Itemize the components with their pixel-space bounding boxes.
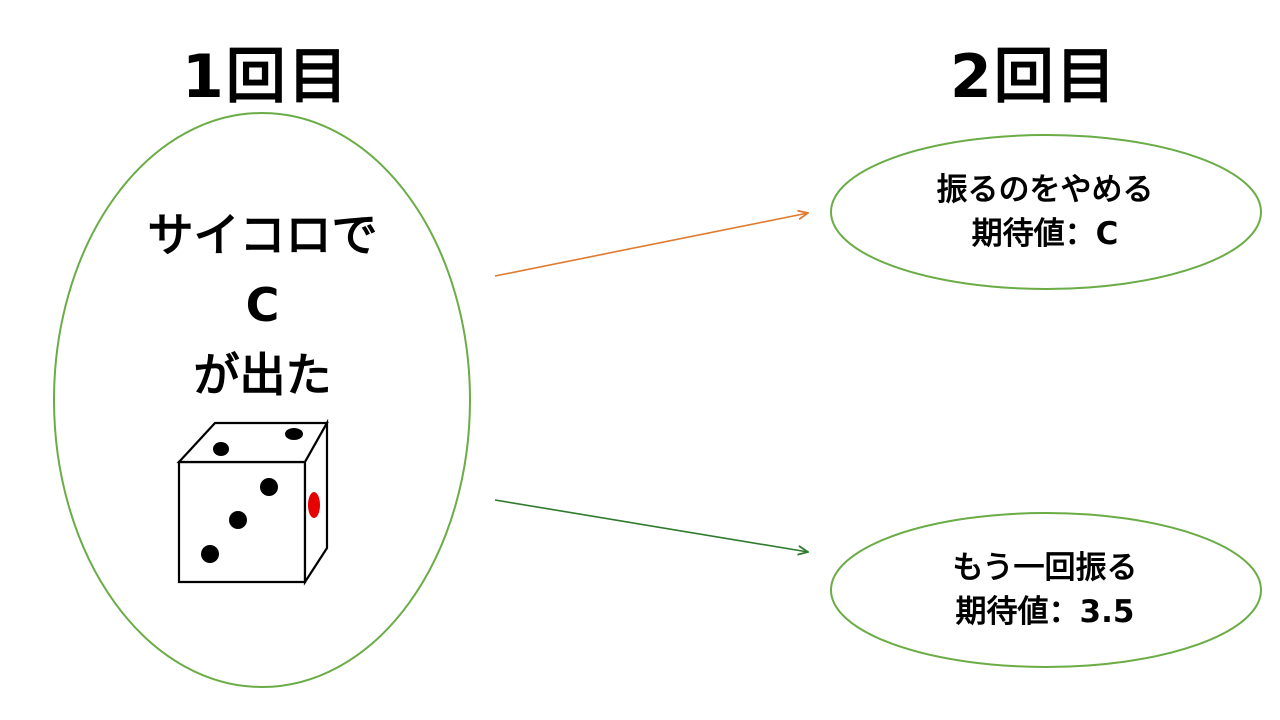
die-top-face	[176, 421, 329, 464]
again-option-action: もう一回振る	[952, 550, 1138, 586]
arrow-to-stop	[494, 213, 808, 277]
stop-option-label: 振るのをやめる 期待値：C	[835, 168, 1255, 256]
again-option-expected: 期待値：3.5	[955, 594, 1135, 630]
round1-heading: 1回目	[182, 42, 350, 112]
die-icon	[176, 418, 329, 586]
stop-option-ellipse	[830, 134, 1262, 290]
stop-option-action: 振るのをやめる	[936, 172, 1154, 208]
first-roll-ellipse	[53, 112, 471, 688]
first-roll-line1: サイコロで	[147, 208, 378, 262]
die-pip-highlight	[308, 492, 320, 518]
die-pip	[201, 545, 219, 563]
again-option-label: もう一回振る 期待値：3.5	[835, 546, 1255, 634]
first-roll-value: C	[245, 278, 280, 332]
die-pip	[229, 511, 247, 529]
die-pip	[213, 442, 229, 456]
round2-heading: 2回目	[950, 42, 1118, 112]
first-roll-label: サイコロで C が出た	[90, 200, 435, 410]
stop-option-expected: 期待値：C	[971, 216, 1119, 252]
first-roll-line3: が出た	[193, 348, 332, 402]
die-pip	[260, 478, 278, 496]
again-option-ellipse	[830, 512, 1262, 668]
arrow-to-again	[494, 499, 808, 552]
die-pip	[285, 428, 303, 440]
